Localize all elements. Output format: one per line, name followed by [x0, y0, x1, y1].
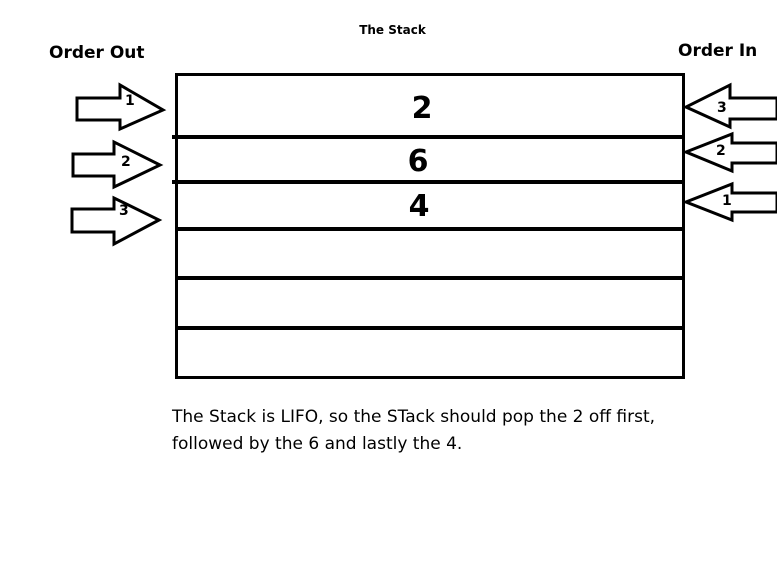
stack-divider-3 — [176, 227, 683, 231]
in-arrow-3 — [682, 82, 777, 130]
out-arrow-number-3: 3 — [119, 203, 129, 219]
out-arrow-number-1: 1 — [125, 93, 135, 109]
in-arrow-number-3: 3 — [717, 100, 727, 116]
caption-line-2: followed by the 6 and lastly the 4. — [172, 434, 463, 454]
out-arrow-3 — [70, 195, 163, 247]
stack-divider-2 — [172, 180, 684, 184]
in-arrow-number-2: 2 — [716, 143, 726, 159]
stack-divider-1 — [172, 135, 684, 139]
caption-line-1: The Stack is LIFO, so the STack should p… — [172, 407, 656, 427]
out-arrow-2 — [71, 139, 164, 190]
in-arrow-2 — [681, 131, 777, 174]
order-out-label: Order Out — [49, 43, 145, 63]
stack-value-middle: 6 — [407, 144, 429, 179]
stack-divider-4 — [176, 276, 683, 280]
in-arrow-number-1: 1 — [722, 193, 732, 209]
diagram-title: The Stack — [359, 23, 426, 37]
out-arrow-1 — [75, 82, 167, 132]
caption: The Stack is LIFO, so the STack should p… — [172, 404, 732, 458]
stack-value-bottom: 4 — [408, 189, 430, 224]
in-arrow-1 — [681, 181, 777, 223]
stack-box — [175, 73, 685, 379]
stack-value-top: 2 — [411, 91, 433, 126]
order-in-label: Order In — [678, 41, 758, 61]
out-arrow-number-2: 2 — [121, 154, 131, 170]
stack-divider-5 — [176, 326, 684, 330]
